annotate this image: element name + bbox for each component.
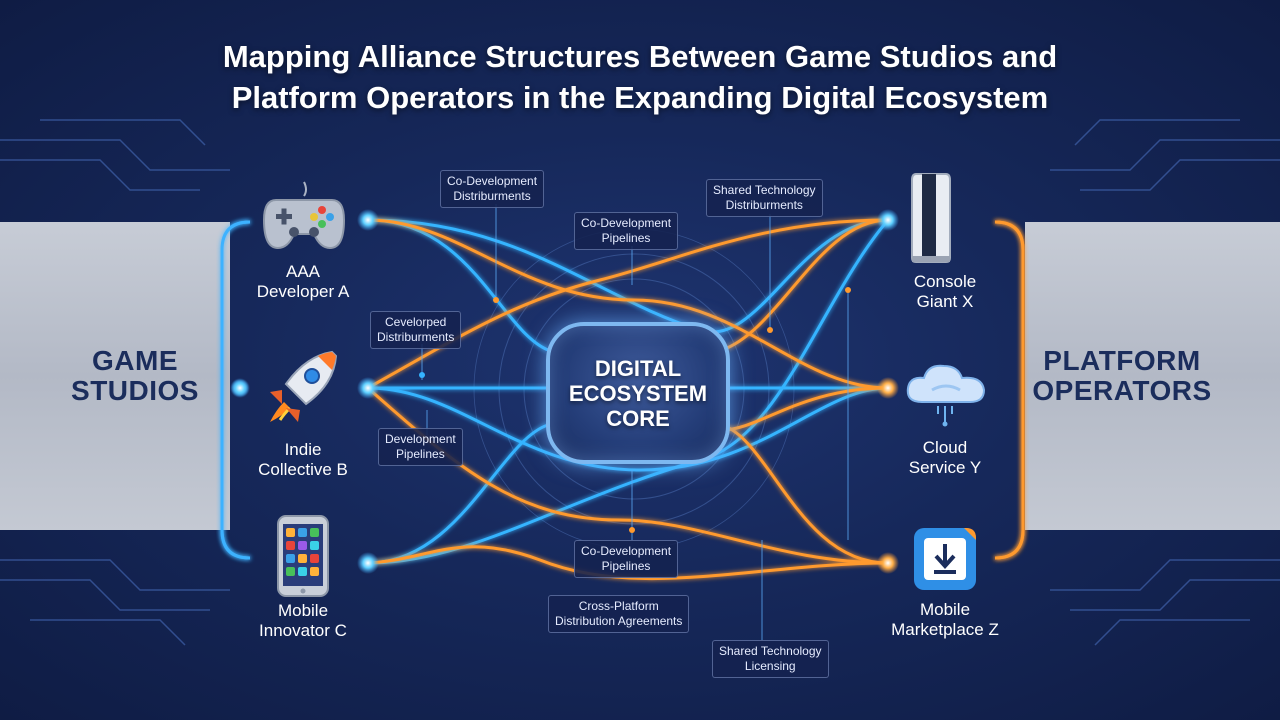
group-label-line: OPERATORS [1032,375,1212,406]
edge-label-line: Shared Technology [719,644,822,658]
edge-label: Co-Development Pipelines [574,212,679,250]
rocket-icon [270,350,338,422]
edge-label-line: Licensing [744,659,796,673]
studio-c-dot [357,552,379,574]
studio-name-line: AAA [285,262,321,281]
edge-label-line: Shared Technology [713,183,816,197]
studio-name-line: Mobile [277,601,329,620]
ecosystem-core-node: DIGITAL ECOSYSTEM CORE [546,322,730,464]
edge-label-line: Pipelines [601,231,651,245]
edge-label-line: Distribution Agreements [555,614,683,628]
edge-label-line: Cross-Platform [578,599,659,613]
edge-label-line: Co-Development [581,216,672,230]
game-studios-label: GAME STUDIOS [50,346,220,406]
mini-dot [767,327,773,333]
studios-band [0,222,230,530]
operators-band [1025,222,1280,530]
studio-label-c: Mobile Innovator C [218,601,388,641]
download-icon [914,528,976,590]
group-label-line: STUDIOS [71,375,199,406]
circuit-decoration [0,119,1280,646]
platform-x-dot [877,209,899,231]
platform-operators-label: PLATFORM OPERATORS [1022,346,1222,406]
mini-dot [493,297,499,303]
studio-label-a: AAA Developer A [218,262,388,302]
left-bracket-dot [231,379,249,397]
mini-dot [419,372,425,378]
edge-label: Co-Development Pipelines [574,540,679,578]
platform-name-line: Service Y [908,458,982,477]
platform-name-line: Cloud [922,438,968,457]
platform-label-y: Cloud Service Y [860,438,1030,478]
studio-name-line: Developer A [256,282,350,301]
edge-label-line: Co-Development [581,544,672,558]
platform-label-x: Console Giant X [860,272,1030,312]
platform-y-dot [877,377,899,399]
console-icon [911,173,951,263]
group-label-line: GAME [92,345,178,376]
edge-label-line: Distriburments [377,330,455,344]
platform-z-dot [877,552,899,574]
smartphone-icon [277,515,329,597]
page-title: Mapping Alliance Structures Between Game… [0,36,1280,118]
studio-name-line: Collective B [258,460,348,479]
edge-label: Shared Technology Distriburments [706,179,823,217]
group-label-line: PLATFORM [1043,345,1201,376]
edge-label: Development Pipelines [378,428,463,466]
cloud-icon [906,364,986,427]
platform-name-line: Mobile [919,600,971,619]
platform-name-line: Console [913,272,977,291]
edge-label-line: Development [385,432,456,446]
edge-label-line: Distriburments [453,189,531,203]
edge-label: Cevelorped Distriburments [370,311,462,349]
mini-dot [845,287,851,293]
edge-label-line: Cevelorped [384,315,447,329]
edge-label-line: Pipelines [396,447,445,461]
edge-label-line: Pipelines [601,559,651,573]
edge-label: Cross-Platform Distribution Agreements [548,595,690,633]
studio-name-line: Innovator C [259,621,347,640]
title-line: Mapping Alliance Structures Between Game… [222,39,1058,74]
platform-name-line: Giant X [916,292,974,311]
gamepad-icon [262,181,346,250]
title-line: Platform Operators in the Expanding Digi… [231,80,1049,115]
studio-a-dot [357,209,379,231]
edge-label-line: Co-Development [447,174,538,188]
mini-dot [629,527,635,533]
edge-label: Shared Technology Licensing [712,640,829,678]
edge-label: Co-Development Distriburments [440,170,545,208]
core-label: DIGITAL ECOSYSTEM CORE [568,355,708,431]
studio-b-dot [357,377,379,399]
platform-name-line: Marketplace Z [891,620,999,639]
studio-name-line: Indie [284,440,322,459]
platform-label-z: Mobile Marketplace Z [860,600,1030,640]
edge-label-line: Distriburments [725,198,803,212]
studio-label-b: Indie Collective B [218,440,388,480]
